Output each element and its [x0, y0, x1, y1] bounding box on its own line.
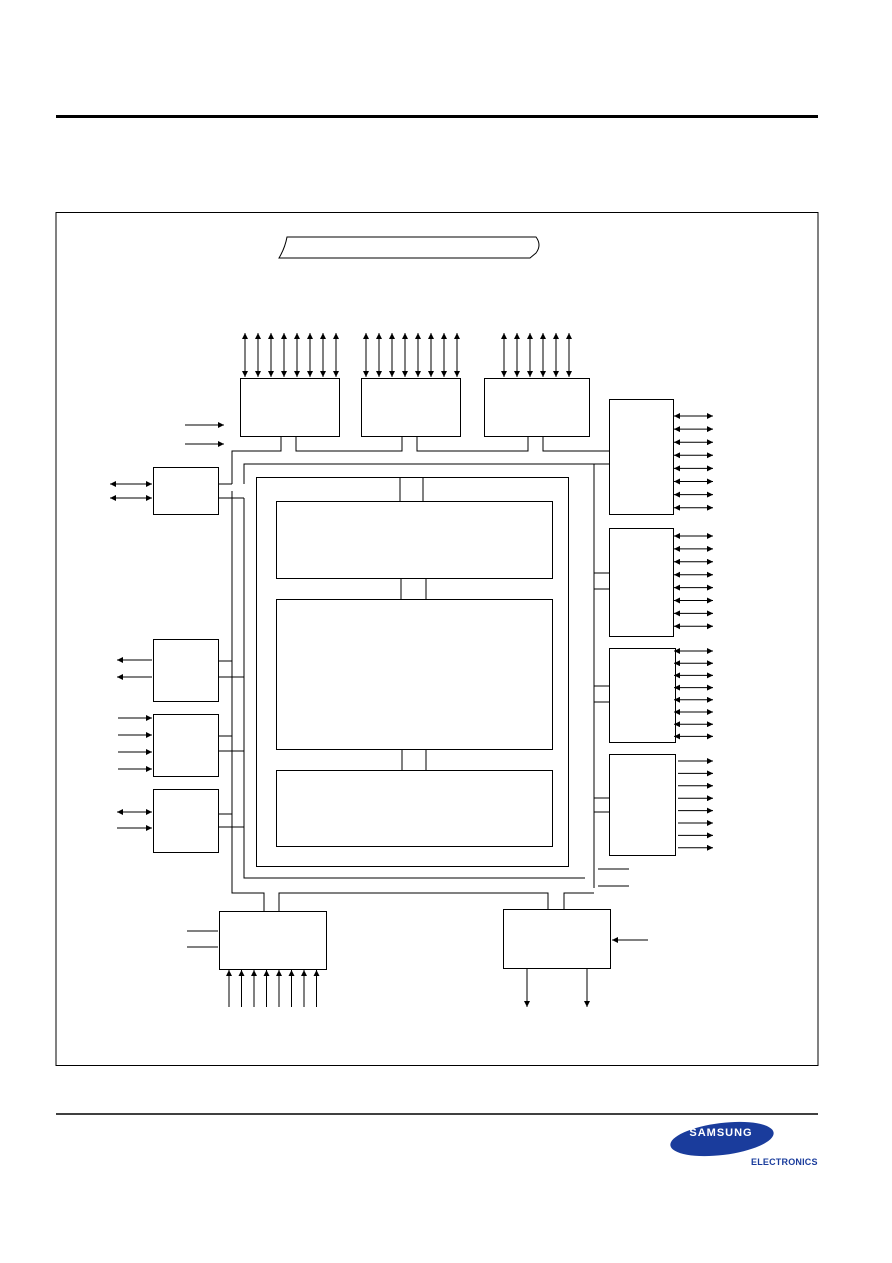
title-box	[278, 236, 540, 259]
io-block	[153, 789, 219, 853]
samsung-logo-icon	[670, 1121, 774, 1157]
core-mid-block	[276, 599, 553, 750]
signal-arrows	[110, 333, 713, 1007]
figure-frame	[55, 212, 819, 1066]
core-bottom-block	[276, 770, 553, 847]
bus-lines	[218, 436, 629, 911]
core-frame	[256, 477, 569, 867]
logo-subtitle: ELECTRONICS	[751, 1157, 818, 1167]
port2-block	[484, 378, 590, 437]
port5-block	[609, 648, 676, 743]
core-top-block	[276, 501, 553, 579]
port1-block	[361, 378, 461, 437]
port6-block	[609, 754, 676, 856]
serial-block	[153, 467, 219, 515]
clock-block	[503, 909, 611, 969]
port0-block	[240, 378, 340, 437]
samsung-brand: SAMSUNG ELECTRONICS	[669, 1121, 819, 1173]
interrupt-block	[153, 714, 219, 777]
adc-block	[219, 911, 327, 970]
peripheral-blocks	[153, 378, 676, 970]
port3-block	[609, 399, 674, 515]
logo-text: SAMSUNG	[689, 1127, 753, 1139]
timer-block	[153, 639, 219, 702]
port4-block	[609, 528, 674, 637]
